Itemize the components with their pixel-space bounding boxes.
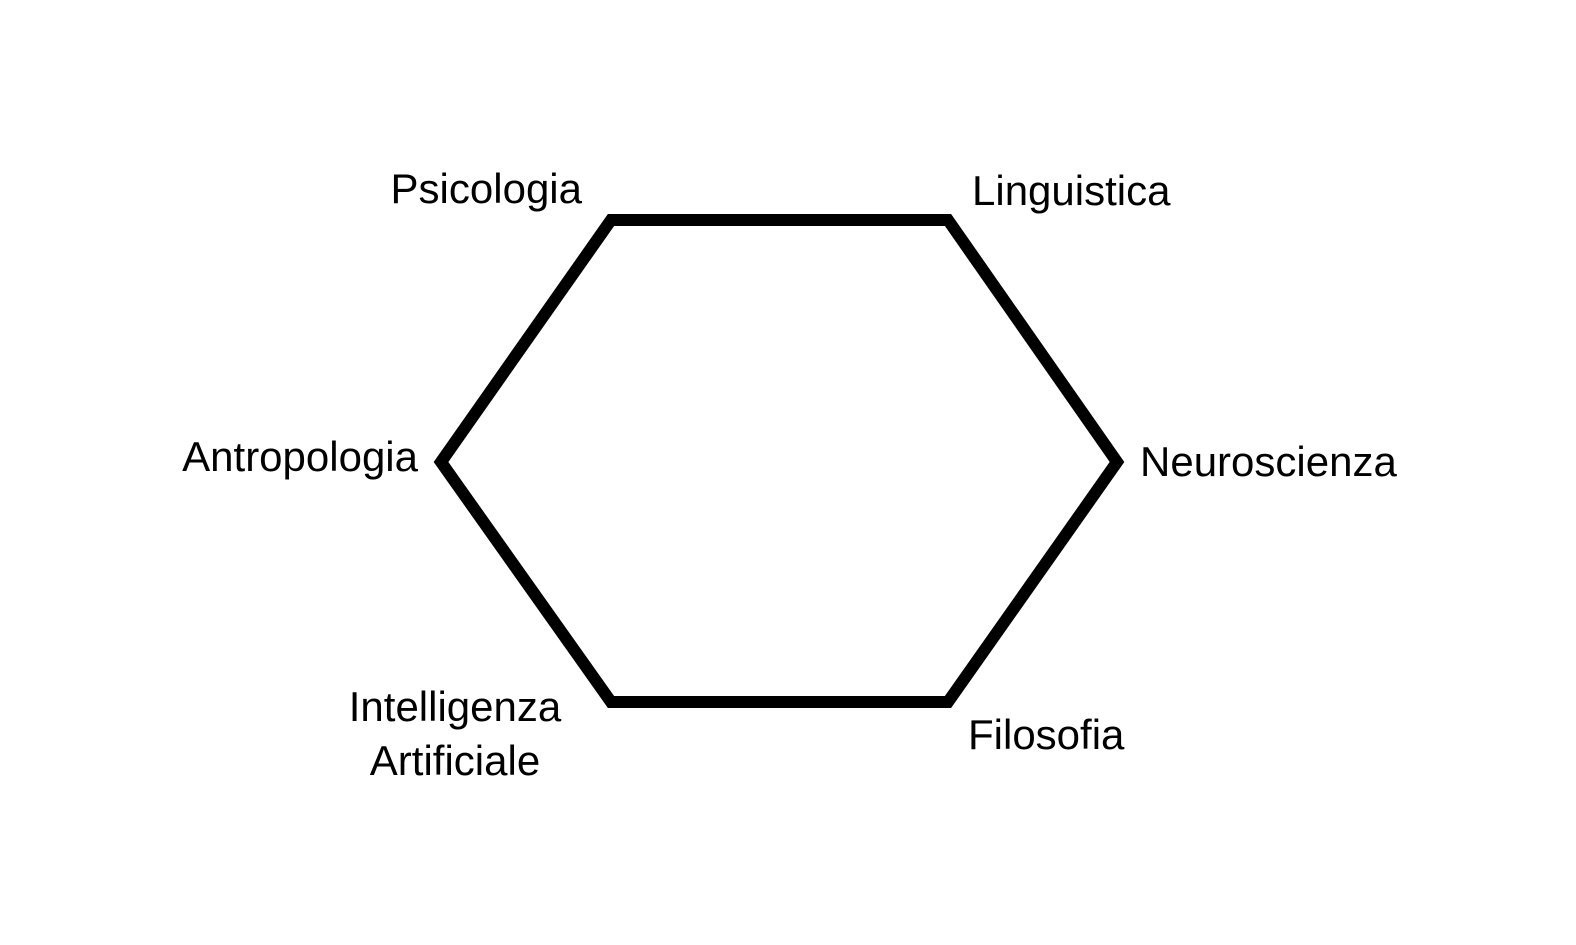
vertex-label-antropologia: Antropologia — [182, 433, 418, 480]
vertex-label-line: Artificiale — [369, 737, 541, 784]
vertex-label-linguistica: Linguistica — [972, 167, 1171, 214]
vertex-label-neuroscienza: Neuroscienza — [1140, 438, 1397, 485]
vertex-label-filosofia: Filosofia — [968, 711, 1125, 758]
vertex-label-intelligenza-artificiale: Intelligenza Artificiale — [300, 680, 610, 788]
hexagon-outline — [433, 214, 1125, 708]
vertex-label-line: Intelligenza — [348, 683, 562, 730]
vertex-label-psicologia: Psicologia — [390, 165, 582, 212]
